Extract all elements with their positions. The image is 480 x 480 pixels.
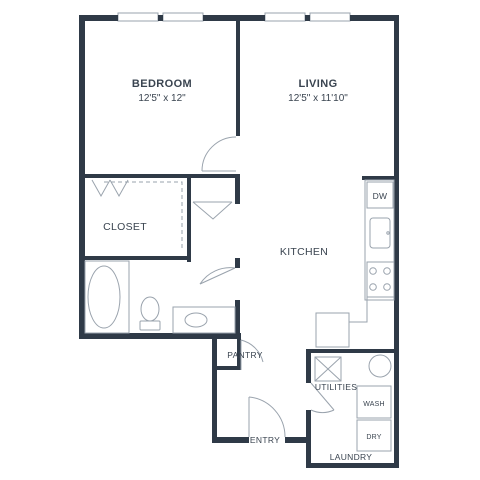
- window: [309, 12, 351, 22]
- doors: [91, 136, 335, 438]
- washer-label: WASH: [363, 401, 385, 408]
- walls: [79, 15, 399, 468]
- room-labels: BEDROOM 12'5" x 12" LIVING 12'5" x 11'10…: [103, 78, 387, 462]
- window: [117, 12, 159, 22]
- dryer-label: DRY: [366, 434, 381, 441]
- wall: [235, 300, 240, 339]
- wall: [79, 15, 85, 339]
- bathroom-fixtures: [84, 260, 236, 334]
- wall: [362, 176, 399, 180]
- window: [264, 12, 306, 22]
- wall: [158, 15, 163, 21]
- kitchen-counter: [364, 179, 395, 301]
- utility-closet-icon: [314, 356, 342, 382]
- wall: [394, 15, 399, 468]
- sink-icon: [369, 217, 391, 249]
- wall: [306, 410, 311, 468]
- utilities-label: UTILITIES: [315, 382, 357, 392]
- wall: [212, 437, 249, 443]
- bedroom-label: BEDROOM: [132, 78, 192, 90]
- water-heater-icon: [368, 354, 392, 378]
- closet-shelf: [104, 181, 183, 248]
- laundry-fixtures: [314, 354, 392, 452]
- wall: [306, 349, 311, 383]
- dishwasher-label: DW: [373, 191, 388, 201]
- entry-door: [248, 396, 286, 438]
- washer-icon: [356, 385, 392, 419]
- wall: [84, 174, 240, 178]
- toilet-icon: [139, 296, 161, 331]
- bathroom-door: [199, 267, 236, 285]
- dryer-icon: [356, 419, 392, 452]
- closet-label: CLOSET: [103, 221, 147, 233]
- stove-icon: [366, 261, 395, 298]
- closet-door: [91, 179, 129, 198]
- wall: [235, 174, 240, 204]
- bathtub-basin-icon: [87, 265, 121, 329]
- wall: [187, 174, 191, 262]
- wall: [305, 15, 310, 21]
- wall: [203, 15, 265, 21]
- wall: [212, 335, 217, 443]
- wall: [235, 258, 240, 268]
- wall: [79, 333, 241, 339]
- wall: [350, 15, 398, 21]
- wall: [237, 335, 241, 370]
- counter-edge: [348, 297, 368, 323]
- faucet-icon: [386, 231, 390, 235]
- pantry-door: [240, 339, 264, 370]
- dishwasher-icon: [366, 181, 394, 209]
- wall: [212, 366, 241, 370]
- bathtub-icon: [84, 260, 130, 334]
- vanity-sink-icon: [184, 312, 208, 328]
- pantry-label: PANTRY: [227, 350, 263, 360]
- vanity-icon: [172, 306, 236, 334]
- kitchen-fixtures: [315, 179, 395, 348]
- kitchen-label: KITCHEN: [280, 246, 328, 258]
- window: [162, 12, 204, 22]
- wall: [79, 15, 118, 21]
- laundry-label: LAUNDRY: [330, 452, 373, 462]
- bedroom-door: [201, 136, 237, 172]
- utilities-door: [310, 382, 335, 414]
- refrigerator-icon: [315, 312, 350, 348]
- wall: [306, 349, 399, 353]
- wall: [285, 437, 311, 443]
- living-dimensions: 12'5" x 11'10": [288, 93, 348, 104]
- bedroom-dimensions: 12'5" x 12": [138, 93, 186, 104]
- wall: [306, 463, 399, 468]
- entry-label: ENTRY: [250, 435, 280, 445]
- living-label: LIVING: [298, 78, 337, 90]
- wall: [236, 20, 240, 136]
- wall: [84, 256, 191, 260]
- linen-door: [192, 201, 233, 220]
